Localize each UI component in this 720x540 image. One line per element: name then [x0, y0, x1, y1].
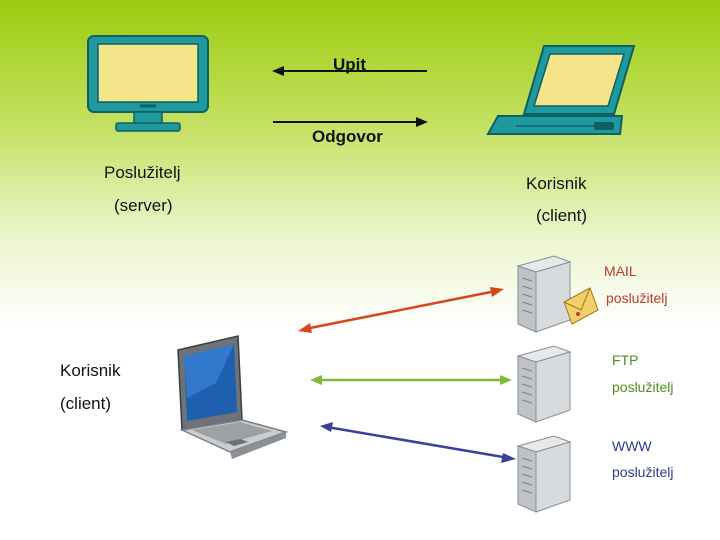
laptop-icon [486, 45, 636, 135]
request-arrow [272, 66, 427, 76]
ftp-server-icon [516, 345, 572, 423]
laptop-photo-icon [156, 328, 290, 464]
top-client-sublabel: (client) [536, 206, 588, 225]
mail-server-icon [516, 255, 599, 333]
response-arrow [273, 117, 428, 127]
server-sublabel: (server) [114, 196, 173, 215]
mail-connection-arrow [298, 287, 504, 333]
www-server-name: WWW [612, 438, 652, 454]
mail-server-name: MAIL [604, 263, 637, 279]
www-server-type: poslužitelj [612, 464, 674, 480]
www-connection-arrow [320, 422, 516, 463]
mail-server-type: poslužitelj [606, 290, 668, 306]
request-label: Upit [333, 55, 367, 74]
bottom-client-label: Korisnik [60, 361, 121, 380]
server-label: Poslužitelj [104, 163, 181, 182]
desktop-monitor-icon [87, 35, 209, 132]
top-client-label: Korisnik [526, 174, 587, 193]
ftp-server-type: poslužitelj [612, 379, 674, 395]
www-server-icon [516, 435, 572, 513]
bottom-client-sublabel: (client) [60, 394, 112, 413]
response-label: Odgovor [312, 127, 383, 146]
ftp-connection-arrow [310, 375, 512, 385]
ftp-server-name: FTP [612, 352, 639, 368]
